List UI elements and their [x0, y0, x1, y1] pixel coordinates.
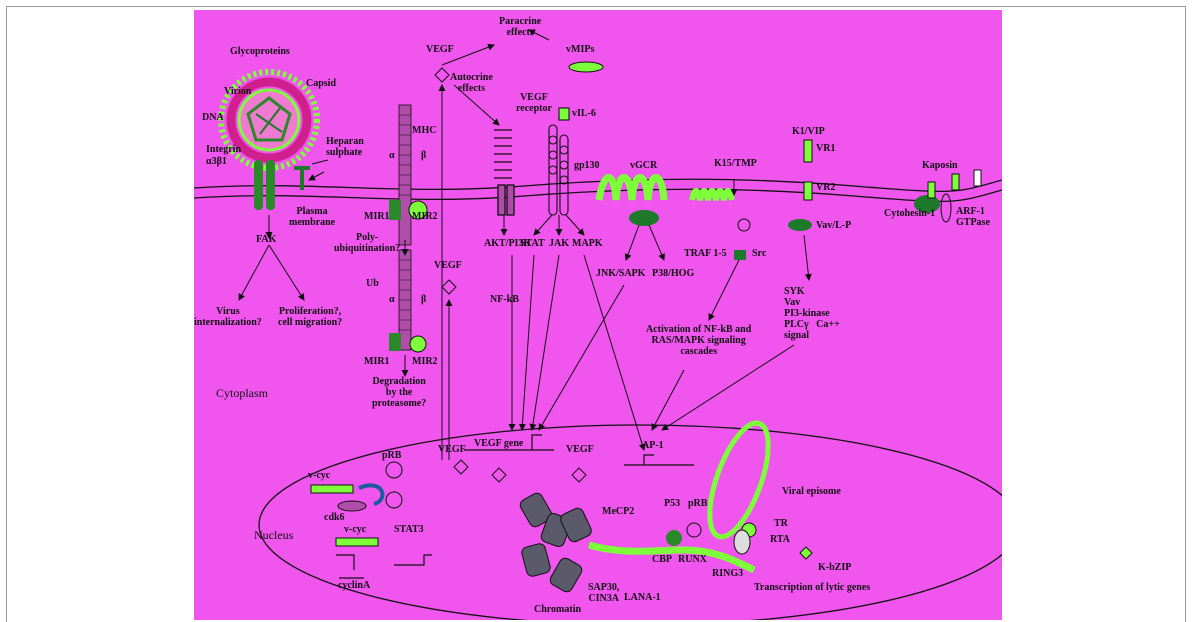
label-vgcr: vGCR	[630, 160, 657, 171]
label-src: Src	[752, 248, 766, 259]
label-prb: pRB	[382, 450, 401, 461]
label-fak: FAK	[256, 234, 276, 245]
label-autocrine: Autocrine effects	[450, 72, 493, 94]
label-nfkb: NF-kB	[490, 294, 519, 305]
label-p53: P53	[664, 498, 680, 509]
label-arf1: ARF-1 GTPase	[956, 206, 990, 228]
label-cbp: CBP	[652, 554, 672, 565]
label-heparan: Heparan sulphate	[326, 136, 364, 158]
label-integrin: Integrin	[206, 144, 241, 155]
label-cyclina: cyclinA	[338, 580, 370, 591]
label-glycoproteins: Glycoproteins	[230, 46, 290, 57]
vmip-capsule	[569, 62, 603, 72]
label-mecp2: MeCP2	[602, 506, 634, 517]
label-vil6: vIL-6	[572, 108, 596, 119]
label-prb-2: pRB	[688, 498, 707, 509]
label-vr1: VR1	[816, 143, 835, 154]
label-syk-cascade: SYK Vav PI3-kinase PLCγ Ca++ signal	[784, 286, 840, 341]
label-cytoplasm: Cytoplasm	[216, 388, 268, 399]
label-tr: TR	[774, 518, 788, 529]
label-ring3: RING3	[712, 568, 743, 579]
label-degradation: Degradation by the proteasome?	[372, 376, 426, 409]
label-gp130: gp130	[574, 160, 600, 171]
label-cdk6: cdk6	[324, 512, 345, 523]
label-mhc: MHC	[412, 125, 436, 136]
viral-episome	[589, 416, 812, 570]
label-virion: Virion	[224, 86, 251, 97]
label-jnk-sapk: JNK/SAPK	[596, 268, 645, 279]
label-traf: TRAF 1-5	[684, 248, 727, 259]
label-vegf-nucleus-1: VEGF	[438, 444, 466, 455]
label-mapk: MAPK	[572, 238, 603, 249]
label-ub: Ub	[366, 278, 379, 289]
label-vr2: VR2	[816, 182, 835, 193]
label-proliferation: Proliferation?, cell migration?	[278, 306, 342, 328]
label-p38-hog: P38/HOG	[652, 268, 694, 279]
label-beta-top: β	[421, 150, 426, 161]
label-capsid: Capsid	[306, 78, 336, 89]
label-alpha-top: α	[389, 150, 395, 161]
label-rta: RTA	[770, 534, 790, 545]
label-polyubiquitination: Poly- ubiquitination?	[334, 232, 400, 254]
gp130-receptor	[549, 108, 569, 215]
vegf-diamond-mid	[442, 280, 456, 294]
label-vegf-top: VEGF	[426, 44, 454, 55]
label-vegf-mid: VEGF	[434, 260, 462, 271]
label-nucleus: Nucleus	[254, 530, 293, 541]
label-kbzip: K-bZIP	[818, 562, 851, 573]
label-stat3: STAT3	[394, 524, 424, 535]
label-vav-lp: Vav/L-P	[816, 220, 851, 231]
label-vcyc: v-cyc	[308, 470, 330, 481]
vegf-receptor-coils	[494, 130, 514, 215]
label-runx: RUNX	[678, 554, 707, 565]
label-paracrine: Paracrine effects	[499, 16, 541, 38]
label-vegf-nucleus-2: VEGF	[566, 444, 594, 455]
label-viral-episome: Viral episome	[782, 486, 841, 497]
kshv-pathway-diagram: Glycoproteins Virion Capsid DNA Integrin…	[194, 10, 1002, 620]
vgcr-receptor	[599, 178, 664, 227]
label-activation: Activation of NF-kB and RAS/MAPK signali…	[646, 324, 751, 357]
label-ap1: AP-1	[642, 440, 664, 451]
label-mir2-bottom: MIR2	[412, 356, 438, 367]
label-stat: STAT	[520, 238, 545, 249]
label-jak: JAK	[549, 238, 569, 249]
label-mir2-top: MIR2	[412, 211, 438, 222]
label-mir1-top: MIR1	[364, 211, 390, 222]
label-integrin-sub: α3β1	[206, 156, 227, 167]
label-alpha-bottom: α	[389, 294, 395, 305]
label-vcyc-2: v-cyc	[344, 524, 366, 535]
label-vegf-gene: VEGF gene	[474, 438, 523, 449]
label-beta-bottom: β	[421, 294, 426, 305]
label-mir1-bottom: MIR1	[364, 356, 390, 367]
label-plasma-membrane: Plasma membrane	[289, 206, 335, 228]
label-vmips: vMIPs	[566, 44, 594, 55]
k1-vip-receptor	[788, 140, 812, 231]
label-kaposin: Kaposin	[922, 160, 958, 171]
label-chromatin: Chromatin	[534, 604, 581, 615]
label-lytic: Transcription of lytic genes	[754, 582, 870, 593]
nucleus-envelope	[259, 425, 1002, 620]
label-cytohesin: Cytohesin-1	[884, 208, 935, 219]
label-vegf-receptor: VEGF receptor	[516, 92, 552, 114]
chromatin	[518, 491, 593, 594]
label-k15-tmp: K15/TMP	[714, 158, 757, 169]
label-k1-vip: K1/VIP	[792, 126, 825, 137]
label-dna: DNA	[202, 112, 224, 123]
vegf-diamond-top	[435, 68, 449, 82]
label-lana1: LANA-1	[624, 592, 661, 603]
label-virus-internalization: Virus internalization?	[194, 306, 262, 328]
label-sap30: SAP30, CIN3A	[588, 582, 619, 604]
